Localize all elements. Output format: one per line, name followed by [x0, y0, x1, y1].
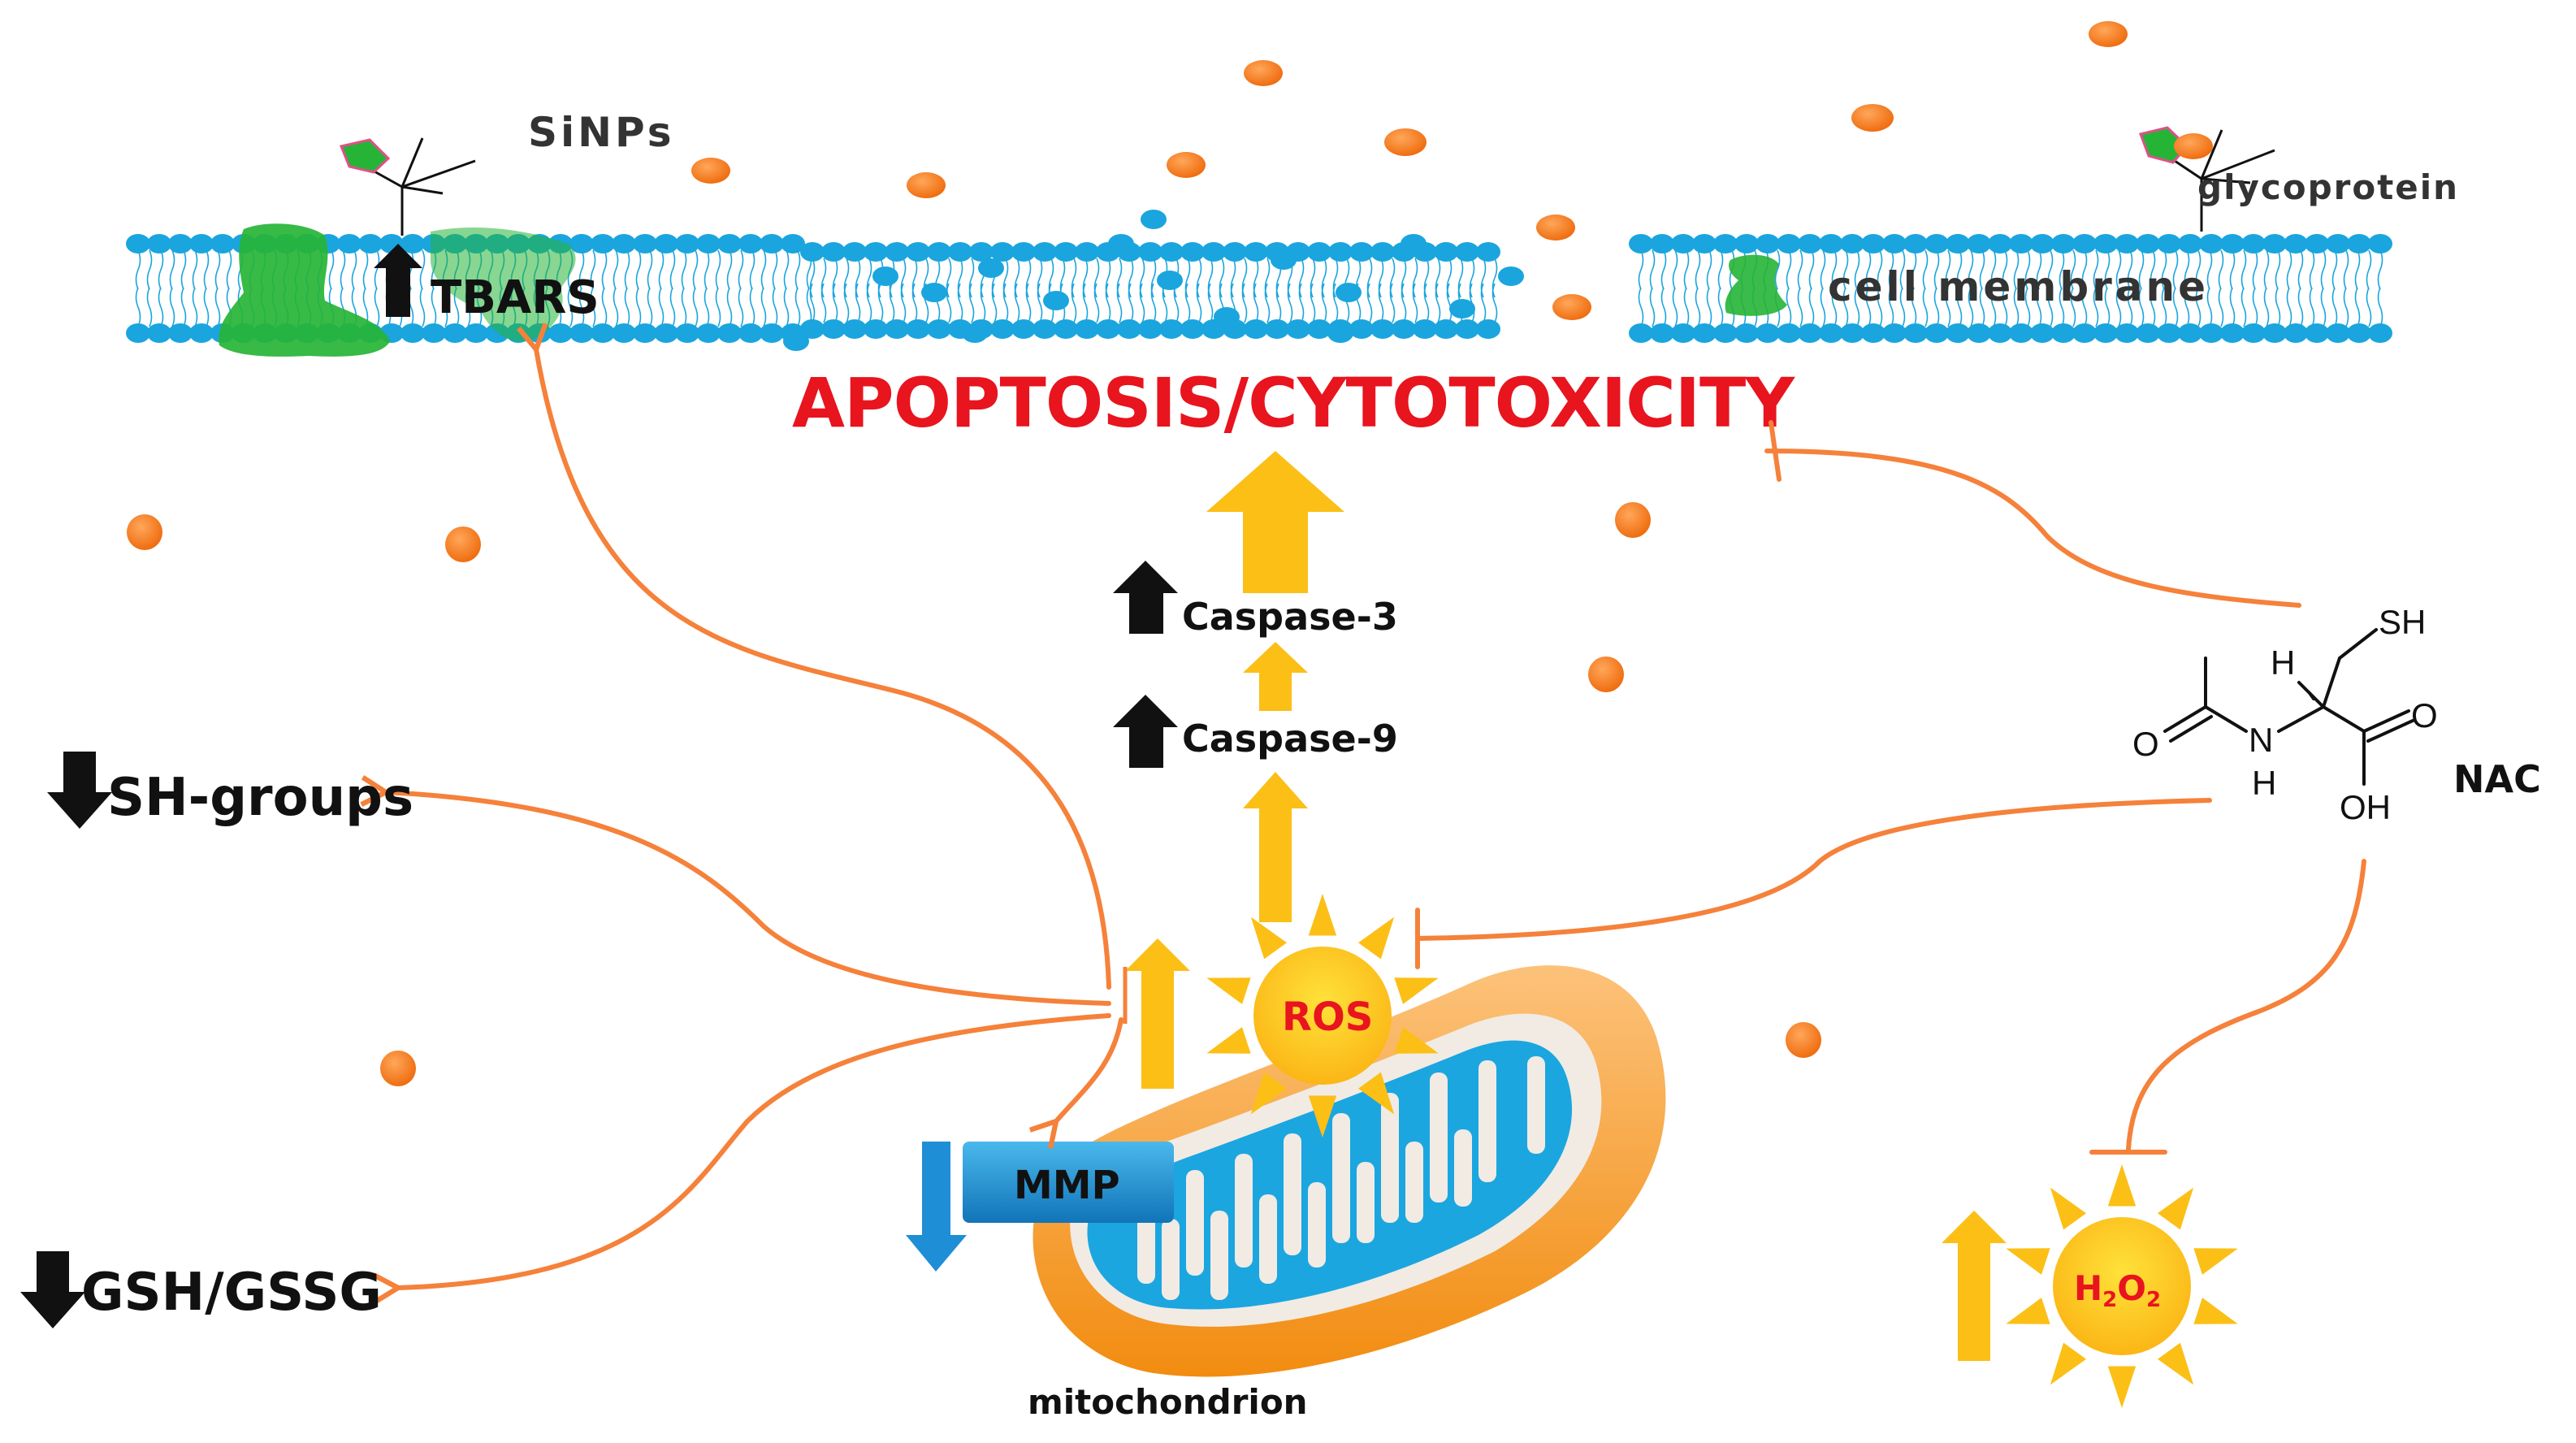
nac-inhibits-apoptosis: [1764, 448, 2301, 608]
nac-h-bottom-atom: H: [2252, 764, 2276, 802]
ros-label: ROS: [1282, 994, 1373, 1040]
nac-label: NAC: [2453, 757, 2541, 801]
h2o2-label: H2O2: [2074, 1268, 2161, 1312]
apoptosis-up-arrow-icon: [1206, 451, 1344, 593]
h2o2-increase-arrow-icon: [1942, 1211, 2007, 1361]
nac-chemical-structure: [2163, 628, 2414, 786]
pathway-to-tbars: [517, 323, 1111, 990]
ros-to-caspase9-arrow-icon: [1243, 772, 1308, 922]
gsh-gssg-decrease-arrow-icon: [20, 1251, 85, 1328]
glycoprotein-label: glycoprotein: [2197, 167, 2459, 207]
ros-increase-arrow-icon: [1125, 938, 1190, 1089]
nac-inhibits-ros: [1415, 798, 2212, 941]
nac-o-right-atom: O: [2411, 696, 2438, 734]
cell-membrane-label: cell membrane: [1828, 263, 2209, 310]
membrane-protein-right: [1725, 254, 1787, 316]
mmp-label: MMP: [1014, 1163, 1120, 1208]
nac-h-top-atom: H: [2271, 644, 2295, 682]
apoptosis-cytotoxicity-label: APOPTOSIS/CYTOTOXICITY: [792, 363, 1795, 443]
caspase3-increase-arrow-icon: [1113, 561, 1178, 634]
caspase9-to-caspase3-arrow-icon: [1243, 642, 1308, 711]
nac-n-atom: N: [2249, 721, 2273, 759]
gsh-gssg-label: GSH/GSSG: [81, 1263, 382, 1323]
caspase3-label: Caspase-3: [1182, 595, 1398, 639]
pathway-to-sh-groups: [360, 775, 1111, 1006]
pathway-to-gsh-gssg: [372, 1013, 1111, 1305]
mitochondrion-label: mitochondrion: [1028, 1382, 1308, 1422]
nac-o-left-atom: O: [2132, 725, 2159, 763]
glycoprotein-right: [2139, 126, 2275, 232]
sh-groups-decrease-arrow-icon: [47, 752, 112, 829]
sinps-label: SiNPs: [528, 109, 675, 156]
caspase9-increase-arrow-icon: [1113, 695, 1178, 768]
sh-groups-label: SH-groups: [107, 768, 413, 828]
nac-inhibits-h2o2: [2126, 859, 2366, 1152]
mitochondrion-illustration: [1033, 965, 1666, 1377]
mmp-decrease-arrow-icon: [906, 1142, 967, 1272]
nac-oh-atom: OH: [2340, 788, 2391, 826]
membrane-protein-left: [219, 223, 576, 357]
glycoprotein-left: [339, 137, 476, 236]
pathway-to-mmp: [1028, 1017, 1123, 1149]
h2o2-sun-icon: [2006, 1164, 2238, 1408]
tbars-increase-arrow-icon: [374, 244, 422, 317]
silica-nanoparticles: [127, 21, 2213, 1086]
ros-sun-icon: [1206, 894, 1439, 1138]
nac-sh-atom: SH: [2379, 603, 2426, 641]
caspase9-label: Caspase-9: [1182, 717, 1398, 760]
tbars-label: TBARS: [431, 271, 600, 324]
mmp-box: [963, 1142, 1174, 1223]
